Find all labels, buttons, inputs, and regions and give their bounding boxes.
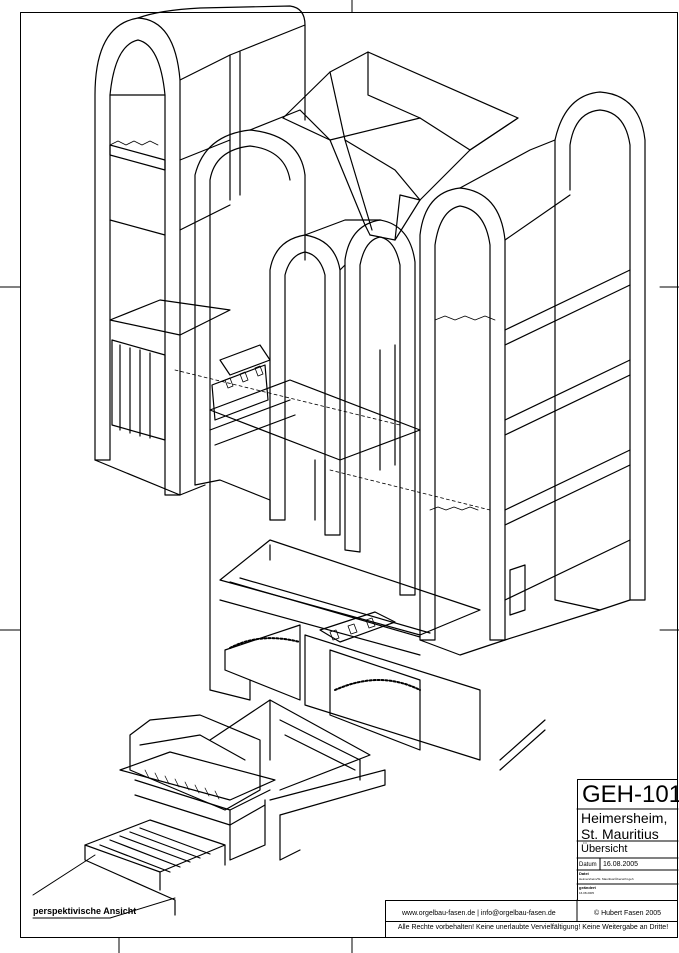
caption-leaders bbox=[32, 854, 176, 919]
date-value: 16.08.2005 bbox=[603, 861, 639, 868]
wind-chests bbox=[174, 344, 491, 521]
rights-notice: Alle Rechte vorbehalten! Keine unerlaubt… bbox=[397, 924, 669, 931]
central-hood bbox=[282, 51, 519, 241]
middle-tower bbox=[194, 109, 331, 521]
status-value: 16.08.2005 bbox=[579, 891, 595, 895]
drawing-code: GEH-101 bbox=[582, 781, 679, 808]
lower-platform bbox=[209, 484, 546, 771]
title-block-frame bbox=[385, 779, 679, 938]
sheet-title: Übersicht bbox=[581, 843, 628, 855]
date-label: Datum bbox=[579, 862, 597, 868]
copyright: © Hubert Fasen 2005 bbox=[594, 910, 662, 917]
web-contact: www.orgelbau-fasen.de | info@orgelbau-fa… bbox=[402, 910, 556, 917]
view-caption: perspektivische Ansicht bbox=[33, 906, 137, 916]
inner-arch-tower bbox=[269, 219, 416, 596]
file-label: Datei bbox=[579, 871, 589, 876]
place-line-1: Heimersheim, bbox=[581, 810, 668, 826]
status-label: geändert bbox=[579, 885, 596, 890]
left-tower bbox=[94, 5, 306, 496]
right-tower bbox=[419, 91, 646, 656]
file-value: Heimersheim/St. Mauritius/Übersicht.geh bbox=[579, 877, 634, 881]
console bbox=[84, 699, 386, 916]
place-line-2: St. Mauritius bbox=[581, 826, 659, 842]
